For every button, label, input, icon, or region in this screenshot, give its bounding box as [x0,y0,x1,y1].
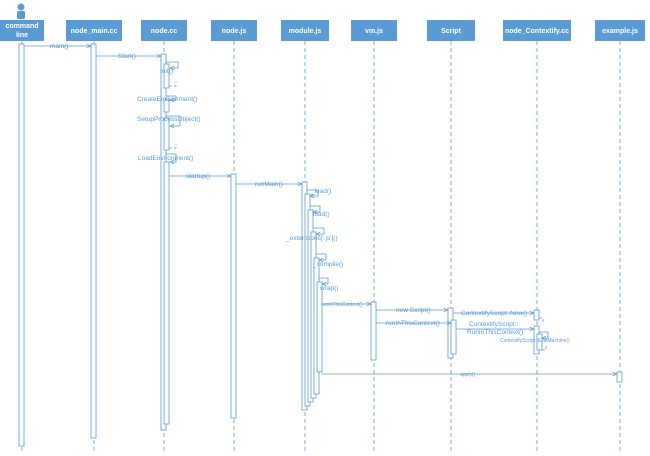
participant-box [281,20,329,41]
activation-bar [163,99,170,113]
participant-label: command [5,23,38,30]
message-label: load() [313,211,330,218]
participant-example-js: example.js [595,20,645,41]
message-label: _load() [310,188,331,195]
return-arrow [169,82,177,87]
activation-bar [163,117,170,151]
participant-contextify: node_Contextify.cc [503,20,571,41]
participant-vm-js: vm.js [351,20,397,41]
participant-label: Script [441,28,462,35]
participant-node-js: node.js [211,20,257,41]
activation-bar [370,301,377,361]
participant-label: module.js [289,28,322,35]
activation-bar [450,319,457,355]
message-label: ContextifyScript:: [469,321,518,328]
message-label: wrap() [319,285,338,292]
self-message-arrow [166,153,177,162]
message-label: ContextifyScript::New() [461,310,527,317]
participant-box [427,20,475,41]
message-label: _compile() [312,261,343,268]
activation-bar [90,43,97,439]
message-label: new Script() [396,307,431,314]
participant-box [141,20,187,41]
participant-box [503,20,571,41]
activation-bar [163,63,170,89]
self-message-arrow [166,61,179,68]
participant-label: example.js [602,28,638,35]
return-arrow [539,317,544,322]
participant-label: node_main.cc [71,28,118,35]
message-label: apply() [460,372,476,378]
self-message-arrow [310,205,321,212]
self-message-arrow [307,189,319,196]
message-label: startup() [186,173,210,180]
message-label: runMain() [255,181,283,188]
activation-bar [163,161,170,425]
participant-box [211,20,257,41]
message-label: RunInThisContext() [467,329,523,336]
participant-headers: command line node_main.cc node.cc node.j… [0,3,645,41]
message-label: ContextifyScript::EvalMachine() [500,338,570,344]
lifelines [21,41,621,454]
actor-icon [17,3,25,19]
participant-label: node.js [222,28,247,35]
message-label: Start() [118,53,136,60]
participant-box [595,20,645,41]
participant-node-main: node_main.cc [66,20,122,41]
participant-label: line [16,32,28,39]
return-arrow [542,346,547,351]
self-message-arrow [166,115,181,126]
message-label: LoadEnvironment() [138,155,193,162]
message-label: SetupProcessObject() [137,116,201,123]
self-message-arrow [313,227,325,234]
participant-box [0,20,44,41]
message-label: runInThisContext() [386,320,440,327]
participant-label: node_Contextify.cc [505,28,569,35]
participant-module-js: module.js [281,20,329,41]
participant-box [66,20,122,41]
participant-node-cc: node.cc [141,20,187,41]
message-label: main() [50,43,68,50]
activation-bars [18,43,623,447]
self-message-arrow [539,331,549,338]
message-label: Init() [160,68,173,75]
participant-label: node.cc [151,28,178,35]
activation-bar [533,309,540,321]
return-arrow [169,144,177,149]
self-message-arrow [319,277,329,284]
activation-bar [536,333,543,351]
activation-bar [18,43,25,447]
participant-script: Script [427,20,475,41]
self-message-arrow [316,253,327,260]
self-message-arrow [166,95,177,100]
activation-bar [230,173,237,419]
participant-command-line: command line [0,3,44,41]
message-label: runInThisContext() [321,302,363,308]
activation-bar [616,371,623,383]
message-label: _extensions['.js']() [285,235,338,242]
message-label: CreateEnvironment() [137,96,197,103]
participant-label: vm.js [365,28,383,35]
participant-box [351,20,397,41]
messages: main() Start() Init() CreateEnvironment(… [24,43,617,378]
activation-bar [316,281,323,373]
